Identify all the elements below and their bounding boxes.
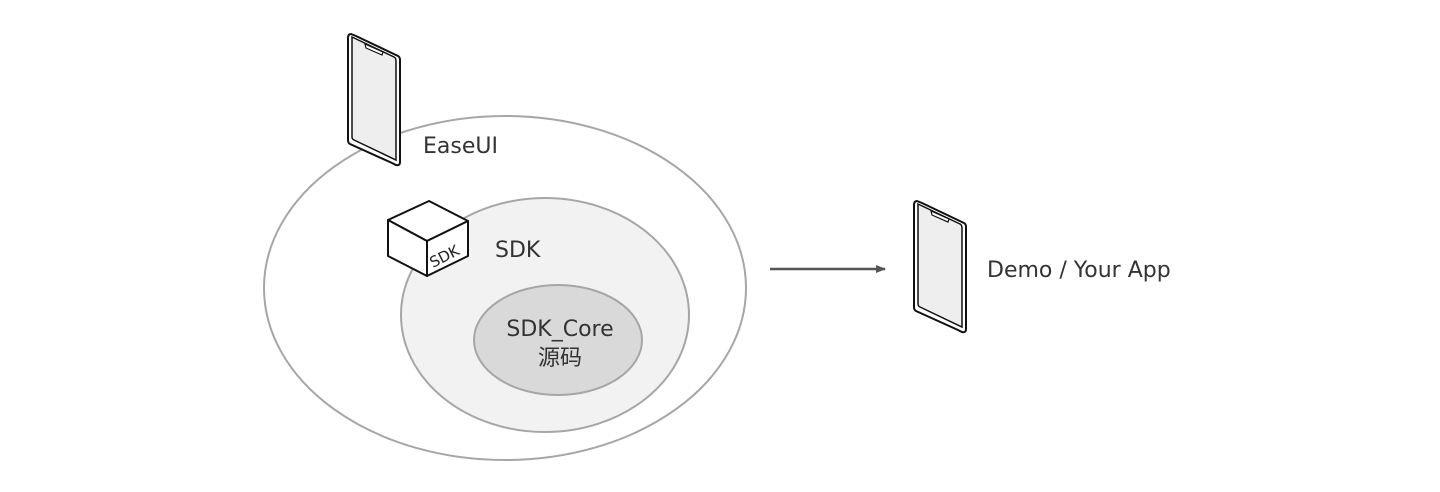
mobile-phone-icon [347, 32, 401, 167]
sdk-core-label: SDK_Core [506, 317, 613, 342]
mobile-phone-icon [913, 199, 967, 334]
target-app-label: Demo / Your App [987, 258, 1171, 283]
sdk-cube-icon: SDK [387, 200, 469, 277]
sdk-core-ellipse [473, 284, 643, 396]
sdk-layer-label: SDK [495, 238, 541, 263]
sdk-core-source-label: 源码 [538, 346, 582, 371]
easeui-layer-label: EaseUI [423, 134, 498, 159]
